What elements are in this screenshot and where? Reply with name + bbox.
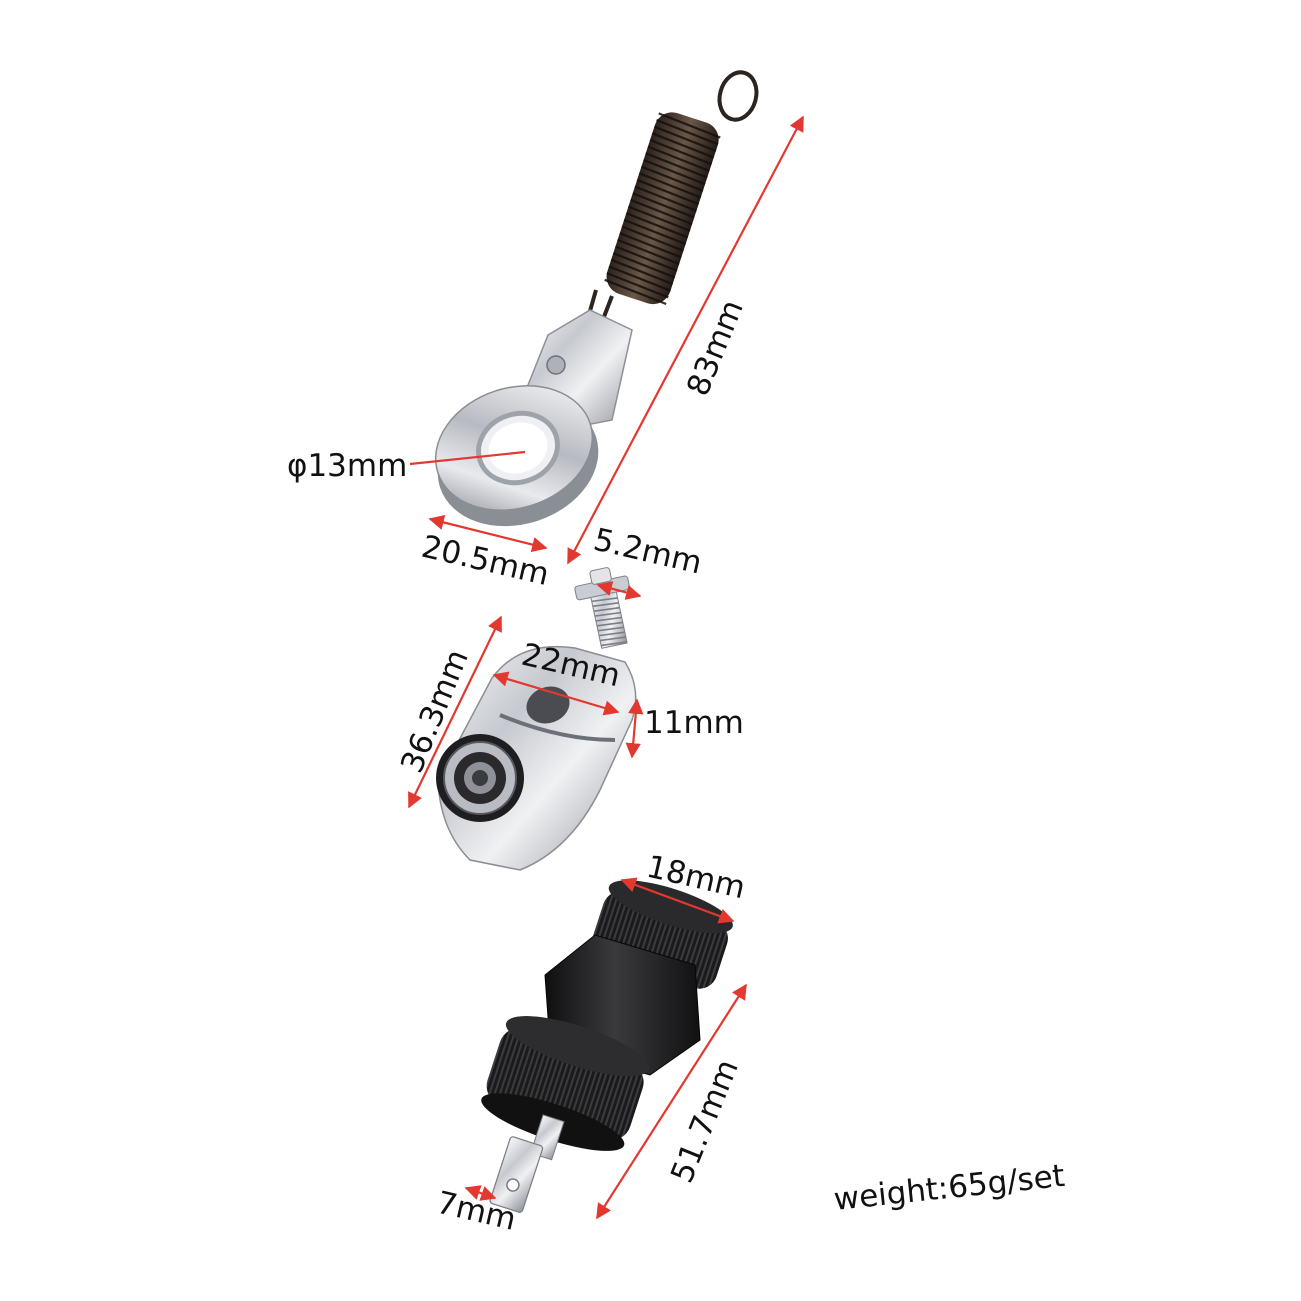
dim-line-36-3mm — [408, 615, 502, 809]
label-20-5mm: 20.5mm — [418, 529, 552, 593]
bearing-wheel — [436, 734, 524, 822]
label-51-7mm: 51.7mm — [664, 1055, 746, 1188]
label-11mm: 11mm — [644, 705, 744, 741]
drive-tab — [489, 1114, 565, 1213]
dim-line-5-2mm — [596, 581, 642, 600]
clamp-bolt — [574, 567, 630, 649]
dim-line-18mm — [620, 877, 735, 924]
ring-body — [434, 385, 599, 527]
clamp-slot — [499, 713, 616, 742]
dimension-labels: 83mm φ13mm 20.5mm 5.2mm 22mm 36.3mm 11mm… — [287, 295, 1066, 1238]
dim-line-51-7mm — [596, 983, 747, 1220]
dim-line-83mm — [567, 115, 804, 565]
dim-line-7mm — [464, 1185, 497, 1201]
dim-line-11mm — [625, 698, 644, 759]
spring-ring-part — [434, 70, 759, 527]
label-weight: weight:65g/set — [832, 1158, 1066, 1218]
arm-rivet — [546, 355, 566, 375]
hook-loop — [717, 70, 759, 122]
dim-line-13mm — [409, 450, 526, 466]
dim-line-20-5mm — [428, 514, 548, 553]
bearing-clamp-part — [436, 567, 637, 871]
label-13mm: φ13mm — [287, 448, 407, 484]
spring-coil — [604, 112, 721, 306]
dim-line-22mm — [492, 671, 620, 716]
label-83mm: 83mm — [680, 295, 751, 401]
dimension-lines — [408, 115, 804, 1220]
